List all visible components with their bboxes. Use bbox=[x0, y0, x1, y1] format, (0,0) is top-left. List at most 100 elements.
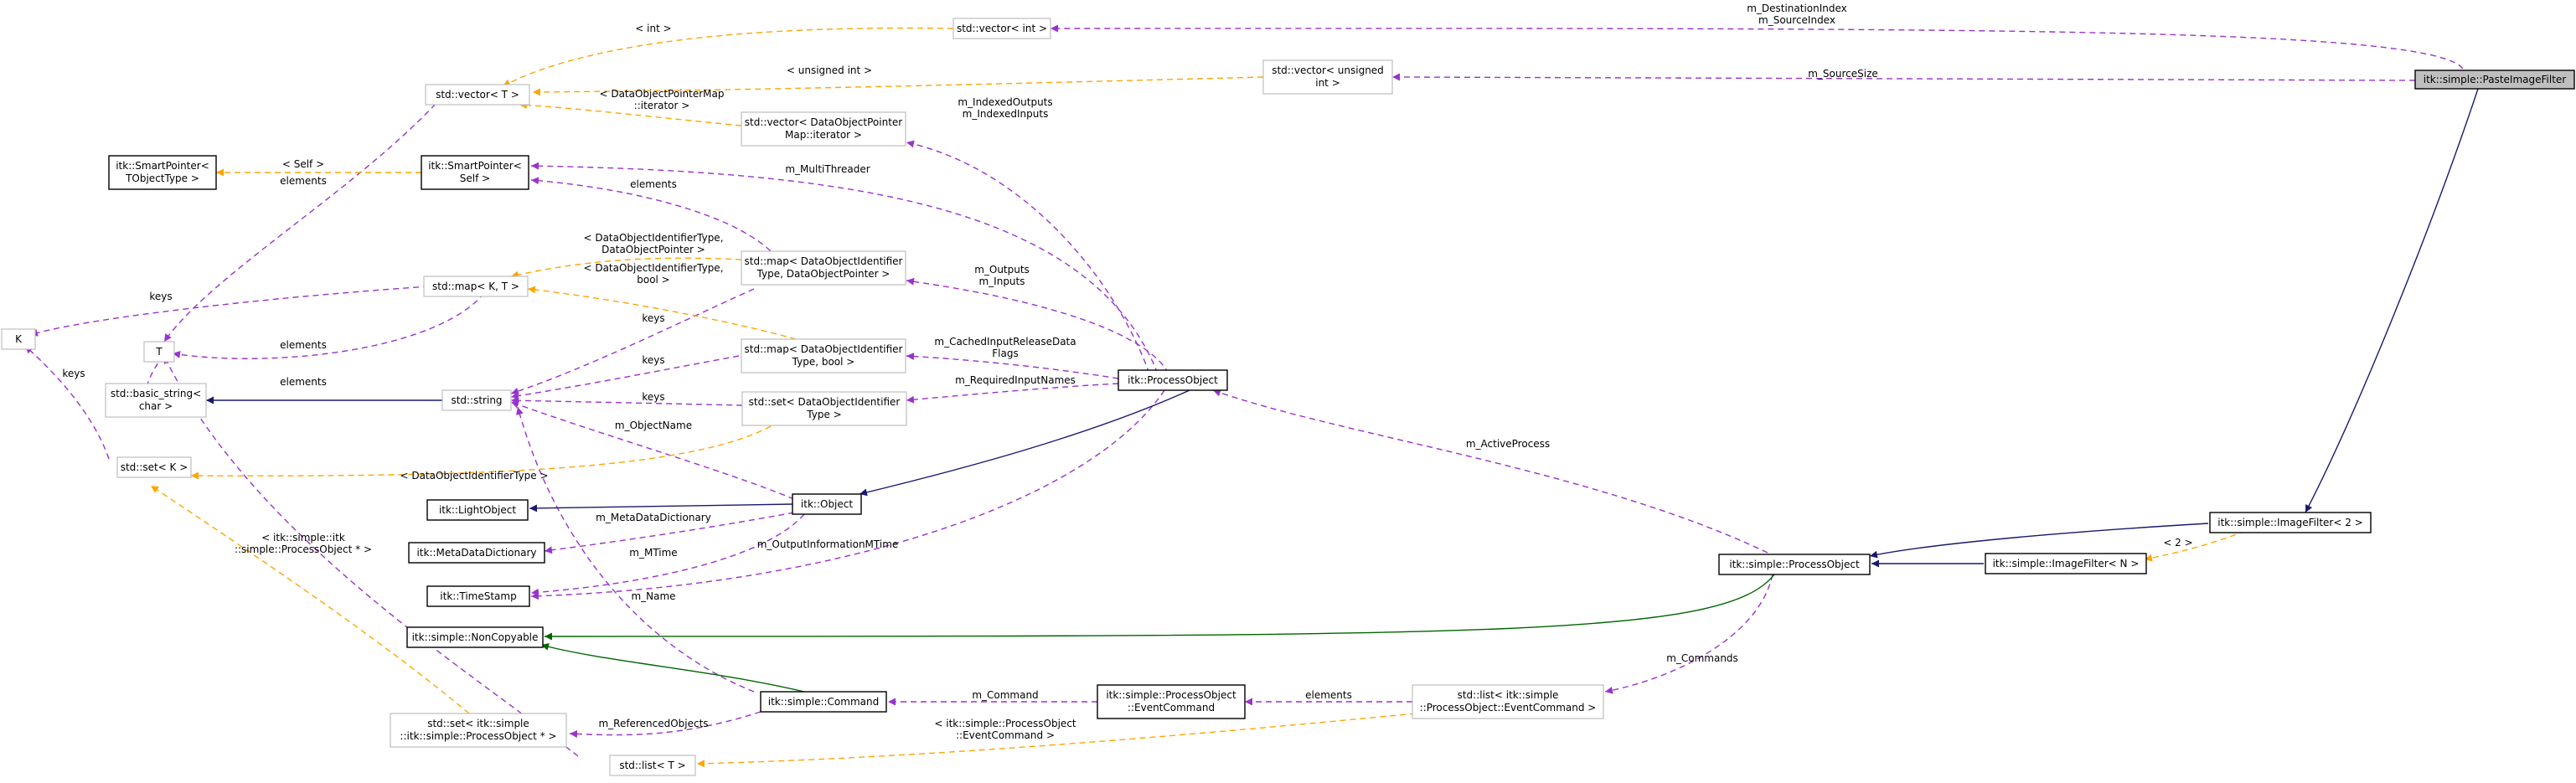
node-event-command[interactable]: itk::simple::ProcessObject ::EventComman… bbox=[1097, 684, 1246, 719]
node-vector-unsigned-int[interactable]: std::vector< unsigned int > bbox=[1262, 59, 1393, 95]
svg-text:itk::simple::NonCopyable: itk::simple::NonCopyable bbox=[412, 631, 539, 643]
svg-text:std::vector< int >: std::vector< int > bbox=[957, 23, 1047, 34]
label-lt-event-command-2: ::EventCommand > bbox=[956, 729, 1055, 741]
node-set-identifier[interactable]: std::set< DataObjectIdentifier Type > bbox=[741, 391, 907, 426]
node-meta-data-dictionary[interactable]: itk::MetaDataDictionary bbox=[408, 542, 545, 564]
node-vector-t[interactable]: std::vector< T > bbox=[425, 84, 530, 106]
svg-text:std::list< itk::simple: std::list< itk::simple bbox=[1458, 689, 1559, 701]
label-elements-vectort-t: elements bbox=[280, 175, 327, 187]
edge-process-to-smartpointer-self bbox=[530, 162, 1159, 374]
node-image-filter-2[interactable]: itk::simple::ImageFilter< 2 > bbox=[2209, 512, 2372, 533]
label-mtime: m_MTime bbox=[629, 547, 677, 559]
svg-text:itk::simple::ProcessObject: itk::simple::ProcessObject bbox=[1729, 559, 1860, 570]
svg-text:itk::simple::PasteImageFilter: itk::simple::PasteImageFilter bbox=[2424, 74, 2567, 85]
label-lt-dataobjectpointermap-1: < DataObjectPointerMap bbox=[599, 88, 724, 100]
node-map-identifier-pointer[interactable]: std::map< DataObjectIdentifier Type, Dat… bbox=[741, 250, 906, 286]
label-indexed-outputs: m_IndexedOutputs bbox=[958, 96, 1052, 108]
edge-vectorunsigned-to-vectort bbox=[532, 76, 1264, 96]
label-referenced-objects: m_ReferencedObjects bbox=[598, 718, 708, 729]
svg-text:std::set< itk::simple: std::set< itk::simple bbox=[427, 718, 529, 729]
label-commands: m_Commands bbox=[1666, 652, 1738, 664]
edge-process-to-map-identifier-pointer bbox=[906, 277, 1169, 374]
edge-process-to-set-identifier bbox=[906, 383, 1119, 404]
node-vector-dataobjectpointer-iterator[interactable]: std::vector< DataObjectPointer Map::iter… bbox=[741, 111, 906, 147]
edge-paste-to-vector-int bbox=[1050, 24, 2464, 70]
label-elements-basicstring: elements bbox=[280, 376, 327, 388]
node-process-object[interactable]: itk::ProcessObject bbox=[1118, 369, 1228, 391]
svg-text:itk::SmartPointer<: itk::SmartPointer< bbox=[428, 160, 522, 172]
svg-text:std::vector< T >: std::vector< T > bbox=[436, 89, 519, 100]
svg-text:std::vector< unsigned: std::vector< unsigned bbox=[1272, 64, 1384, 76]
node-map-identifier-bool[interactable]: std::map< DataObjectIdentifier Type, boo… bbox=[741, 338, 906, 373]
edge-vectordataobj-to-vectort bbox=[519, 101, 742, 126]
node-smartpointer-tobjecttype[interactable]: itk::SmartPointer< TObjectType > bbox=[108, 155, 217, 190]
node-smartpointer-self[interactable]: itk::SmartPointer< Self > bbox=[421, 155, 529, 190]
svg-text:itk::simple::ImageFilter< 2 >: itk::simple::ImageFilter< 2 > bbox=[2217, 517, 2362, 528]
svg-text:std::map< K, T >: std::map< K, T > bbox=[432, 281, 519, 292]
label-lt-process-object-ptr-1: < itk::simple::itk bbox=[261, 532, 345, 543]
edge-mapkt-to-k bbox=[29, 286, 430, 337]
node-light-object[interactable]: itk::LightObject bbox=[426, 499, 529, 521]
node-string[interactable]: std::string bbox=[441, 389, 512, 411]
node-vector-int[interactable]: std::vector< int > bbox=[952, 18, 1051, 39]
label-elements-mapkt-t: elements bbox=[280, 339, 327, 351]
svg-text:std::basic_string<: std::basic_string< bbox=[111, 388, 201, 399]
svg-text:Type >: Type > bbox=[806, 409, 841, 420]
svg-text:Self >: Self > bbox=[460, 173, 490, 184]
svg-text:Type, bool >: Type, bool > bbox=[792, 356, 855, 368]
label-keys-mapkt-k: keys bbox=[149, 291, 172, 302]
svg-text:int >: int > bbox=[1315, 77, 1340, 89]
edge-object-to-string bbox=[510, 400, 795, 500]
edge-imagefilter2-inherits-simpleprocess bbox=[1869, 523, 2209, 559]
node-basic-string-char[interactable]: std::basic_string< char > bbox=[105, 383, 207, 418]
edge-mapidptr-to-mapkt bbox=[510, 257, 742, 279]
label-lt-event-command-1: < itk::simple::ProcessObject bbox=[934, 718, 1076, 729]
svg-text:Map::iterator >: Map::iterator > bbox=[785, 129, 862, 141]
edge-process-inherits-object bbox=[859, 389, 1190, 497]
label-output-information-mtime: m_OutputInformationMTime bbox=[757, 538, 899, 550]
node-set-k[interactable]: std::set< K > bbox=[116, 456, 192, 478]
svg-text:::ProcessObject::EventCommand: ::ProcessObject::EventCommand > bbox=[1420, 702, 1597, 713]
svg-text:itk::Object: itk::Object bbox=[801, 498, 853, 510]
svg-text:std::vector< DataObjectPointer: std::vector< DataObjectPointer bbox=[745, 116, 903, 128]
edge-setid-to-setk bbox=[190, 415, 788, 480]
edge-simpleprocess-inherits-noncopyable bbox=[544, 574, 1775, 641]
label-elements-listevent: elements bbox=[1305, 689, 1352, 701]
label-destination-index: m_DestinationIndex bbox=[1747, 3, 1847, 14]
label-indexed-inputs: m_IndexedInputs bbox=[963, 108, 1049, 120]
node-time-stamp[interactable]: itk::TimeStamp bbox=[426, 585, 530, 607]
edge-setprocobj-to-setk bbox=[150, 485, 470, 714]
label-active-process: m_ActiveProcess bbox=[1466, 438, 1550, 450]
node-k[interactable]: K bbox=[1, 328, 36, 350]
label-source-size: m_SourceSize bbox=[1808, 68, 1878, 80]
edge-simpleprocess-to-list-eventcommand bbox=[1604, 574, 1773, 694]
node-image-filter-n[interactable]: itk::simple::ImageFilter< N > bbox=[1985, 553, 2147, 574]
label-multi-threader: m_MultiThreader bbox=[785, 163, 870, 175]
label-keys-setk-k: keys bbox=[62, 368, 85, 379]
label-keys-string-2: keys bbox=[642, 354, 664, 366]
svg-text:itk::ProcessObject: itk::ProcessObject bbox=[1128, 374, 1218, 386]
node-set-process-object-ptr[interactable]: std::set< itk::simple ::itk::simple::Pro… bbox=[390, 713, 567, 748]
label-keys-string-1: keys bbox=[642, 312, 664, 324]
svg-text:Type, DataObjectPointer >: Type, DataObjectPointer > bbox=[756, 268, 891, 280]
label-cached-input-release-2: Flags bbox=[992, 348, 1018, 359]
label-name: m_Name bbox=[631, 590, 675, 602]
edge-process-to-vector-dataobject bbox=[906, 140, 1150, 374]
edge-mapidbool-to-string bbox=[510, 355, 740, 400]
node-command[interactable]: itk::simple::Command bbox=[760, 691, 887, 713]
edge-setk-to-k bbox=[24, 345, 110, 460]
node-object[interactable]: itk::Object bbox=[792, 493, 862, 515]
node-non-copyable[interactable]: itk::simple::NonCopyable bbox=[406, 626, 544, 648]
node-paste-image-filter[interactable]: itk::simple::PasteImageFilter bbox=[2414, 70, 2575, 90]
label-required-input-names: m_RequiredInputNames bbox=[955, 374, 1076, 386]
node-map-k-t[interactable]: std::map< K, T > bbox=[423, 276, 529, 297]
edge-process-to-map-identifier-bool bbox=[906, 353, 1119, 379]
label-lt-self: < Self > bbox=[282, 158, 324, 170]
node-t[interactable]: T bbox=[143, 341, 175, 363]
node-simple-process-object[interactable]: itk::simple::ProcessObject bbox=[1718, 554, 1871, 575]
node-list-t[interactable]: std::list< T > bbox=[609, 755, 696, 776]
node-list-event-command[interactable]: std::list< itk::simple ::ProcessObject::… bbox=[1412, 684, 1604, 719]
edge-vectort-to-t bbox=[163, 103, 436, 343]
edge-simpleprocess-to-process bbox=[1212, 389, 1768, 554]
svg-text:itk::simple::ImageFilter< N >: itk::simple::ImageFilter< N > bbox=[1993, 558, 2140, 569]
